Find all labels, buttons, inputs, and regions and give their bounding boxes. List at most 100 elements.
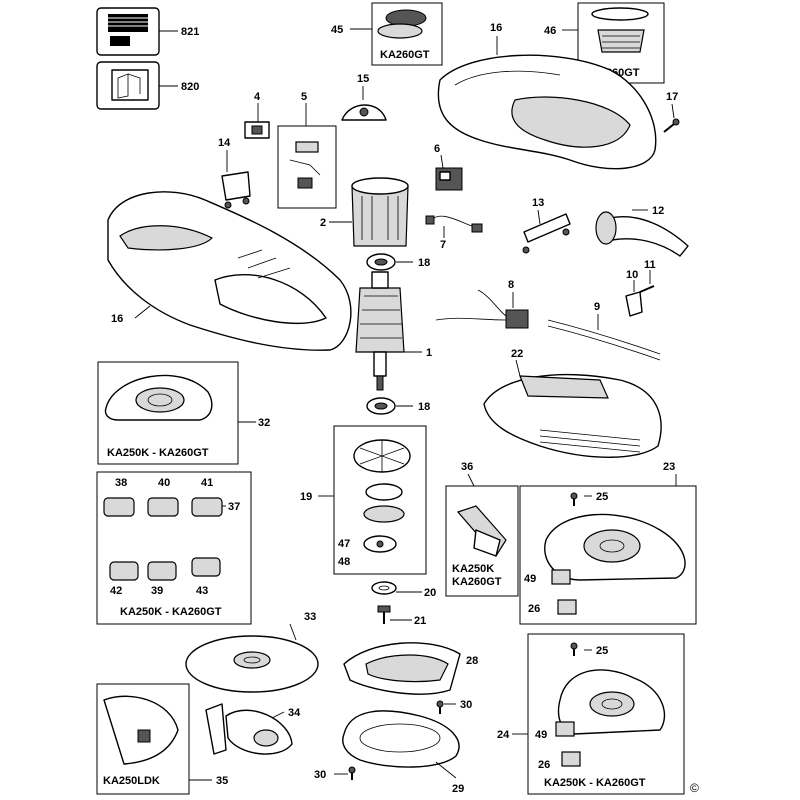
label-821: 821	[181, 26, 199, 38]
part-32-base-plate	[97, 361, 256, 465]
label-48: 48	[338, 556, 350, 568]
part-34-hex-key	[205, 703, 293, 755]
part-10-11-clamp-screw	[625, 270, 655, 317]
part-35-attachment	[96, 683, 212, 795]
label-7: 7	[440, 239, 446, 251]
part-22-dust-container	[483, 359, 662, 458]
caption-37: KA250K - KA260GT	[120, 606, 222, 618]
part-6-switch	[435, 154, 463, 191]
part-24-base-assembly	[512, 633, 685, 795]
label-25-lower: 25	[596, 645, 608, 657]
label-43: 43	[196, 585, 208, 597]
label-1: 1	[426, 347, 432, 359]
part-12-side-handle	[595, 209, 689, 257]
caption-32: KA250K - KA260GT	[107, 447, 209, 459]
label-26-lower: 26	[538, 759, 550, 771]
part-820-manual	[96, 61, 178, 110]
label-14: 14	[218, 137, 231, 149]
copyright-symbol: ©	[690, 781, 699, 795]
part-28-dust-shroud	[343, 642, 461, 695]
part-16-housing-right	[437, 36, 657, 170]
part-7-wire	[425, 215, 483, 238]
label-38: 38	[115, 477, 127, 489]
part-45-accessory	[350, 2, 443, 66]
label-35: 35	[216, 775, 228, 787]
part-13-brush-holder	[522, 209, 571, 254]
label-20: 20	[424, 587, 436, 599]
label-49-upper: 49	[524, 573, 536, 585]
label-15: 15	[357, 73, 369, 85]
label-18-lower: 18	[418, 401, 430, 413]
part-14-brush-holder	[221, 150, 251, 209]
label-34: 34	[288, 707, 301, 719]
part-15-cap	[341, 86, 387, 121]
caption-36b: KA260GT	[452, 576, 502, 588]
part-33-sanding-pad	[185, 623, 319, 693]
part-2-stator	[329, 177, 409, 247]
part-30-screw-upper	[436, 700, 456, 714]
label-49-lower: 49	[535, 729, 547, 741]
label-42: 42	[110, 585, 122, 597]
label-13: 13	[532, 197, 544, 209]
caption-35: KA250LDK	[103, 775, 160, 787]
caption-24: KA250K - KA260GT	[544, 777, 646, 789]
part-5-brush-set	[277, 103, 337, 209]
part-4-switch-button	[244, 103, 270, 139]
label-21: 21	[414, 615, 426, 627]
caption-45: KA260GT	[380, 49, 430, 61]
part-29-base-frame	[342, 710, 460, 779]
label-16-upper: 16	[490, 22, 502, 34]
part-21-screw	[377, 605, 412, 624]
part-8-suppressor	[435, 289, 529, 329]
label-8: 8	[508, 279, 514, 291]
label-41: 41	[201, 477, 213, 489]
part-17-screw	[663, 103, 680, 133]
part-20-washer	[371, 581, 422, 595]
label-22: 22	[511, 348, 523, 360]
label-29: 29	[452, 783, 464, 795]
label-40: 40	[158, 477, 170, 489]
label-25-upper: 25	[596, 491, 608, 503]
label-30-upper: 30	[460, 699, 472, 711]
label-37: 37	[228, 501, 240, 513]
label-4: 4	[254, 91, 261, 103]
label-820: 820	[181, 81, 199, 93]
label-10: 10	[626, 269, 638, 281]
label-28: 28	[466, 655, 478, 667]
part-18-bearing-lower	[366, 397, 413, 415]
label-18-upper: 18	[418, 257, 430, 269]
label-6: 6	[434, 143, 440, 155]
label-47: 47	[338, 538, 350, 550]
label-45: 45	[331, 24, 343, 36]
label-17: 17	[666, 91, 678, 103]
part-36-finger-attachment	[445, 473, 519, 597]
label-2: 2	[320, 217, 326, 229]
label-46: 46	[544, 25, 556, 37]
label-19: 19	[300, 491, 312, 503]
label-26-upper: 26	[528, 603, 540, 615]
label-30-lower: 30	[314, 769, 326, 781]
label-24: 24	[497, 729, 510, 741]
part-19-fan-assembly	[318, 425, 427, 575]
part-30-screw-lower	[334, 766, 356, 780]
label-33: 33	[304, 611, 316, 623]
label-9: 9	[594, 301, 600, 313]
caption-36a: KA250K	[452, 563, 494, 575]
label-16-lower: 16	[111, 313, 123, 325]
part-1-armature	[355, 271, 422, 391]
label-23: 23	[663, 461, 675, 473]
part-18-bearing-upper	[366, 253, 413, 271]
part-9-cable	[547, 314, 661, 361]
part-821-label-sheet	[96, 7, 178, 56]
part-46-accessory	[562, 2, 665, 84]
part-23-base-assembly	[519, 474, 697, 625]
label-36: 36	[461, 461, 473, 473]
label-12: 12	[652, 205, 664, 217]
label-32: 32	[258, 417, 270, 429]
part-37-pad-clips	[96, 471, 252, 625]
part-16-housing-left	[107, 191, 352, 351]
label-5: 5	[301, 91, 307, 103]
label-11: 11	[644, 259, 656, 271]
label-39: 39	[151, 585, 163, 597]
